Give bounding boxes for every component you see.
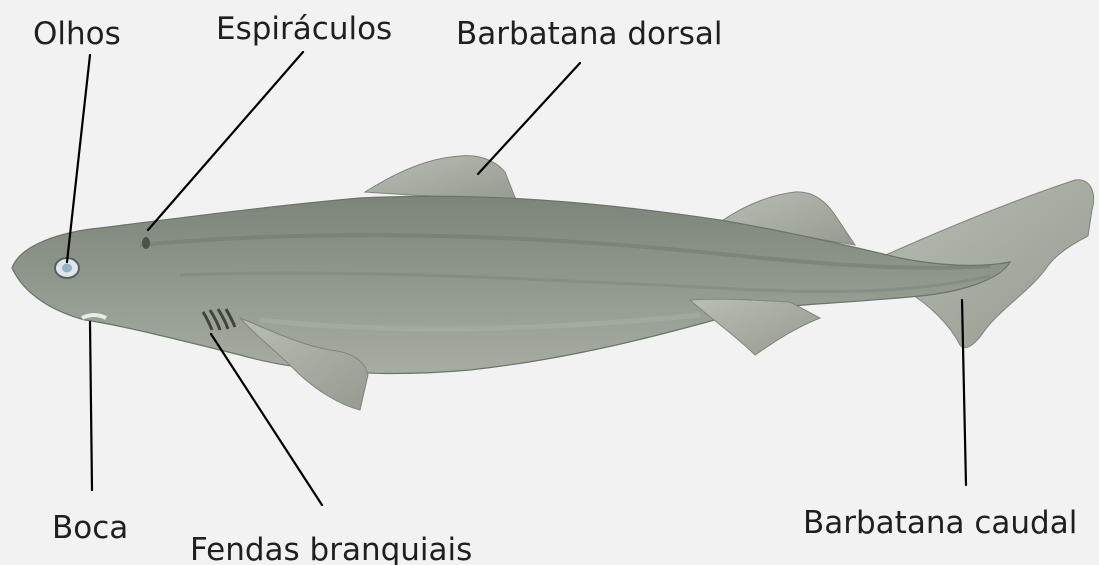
shark-eye-pupil [62,264,72,273]
pelvic-fin [690,299,820,355]
leader-line-dorsal-fin [478,63,580,174]
leader-line-spiracles [148,52,303,230]
shark-body [12,196,1010,373]
label-gill-slits: Fendas branquiais [190,532,472,565]
label-caudal-fin: Barbatana caudal [803,505,1077,541]
label-eyes: Olhos [33,16,121,52]
shark-illustration [12,156,1094,410]
label-spiracles: Espiráculos [216,11,392,47]
label-dorsal-fin: Barbatana dorsal [456,16,722,52]
first-dorsal-fin [365,156,516,200]
label-mouth: Boca [52,510,128,546]
leader-line-mouth [90,322,92,490]
shark-spiracle [142,237,150,249]
